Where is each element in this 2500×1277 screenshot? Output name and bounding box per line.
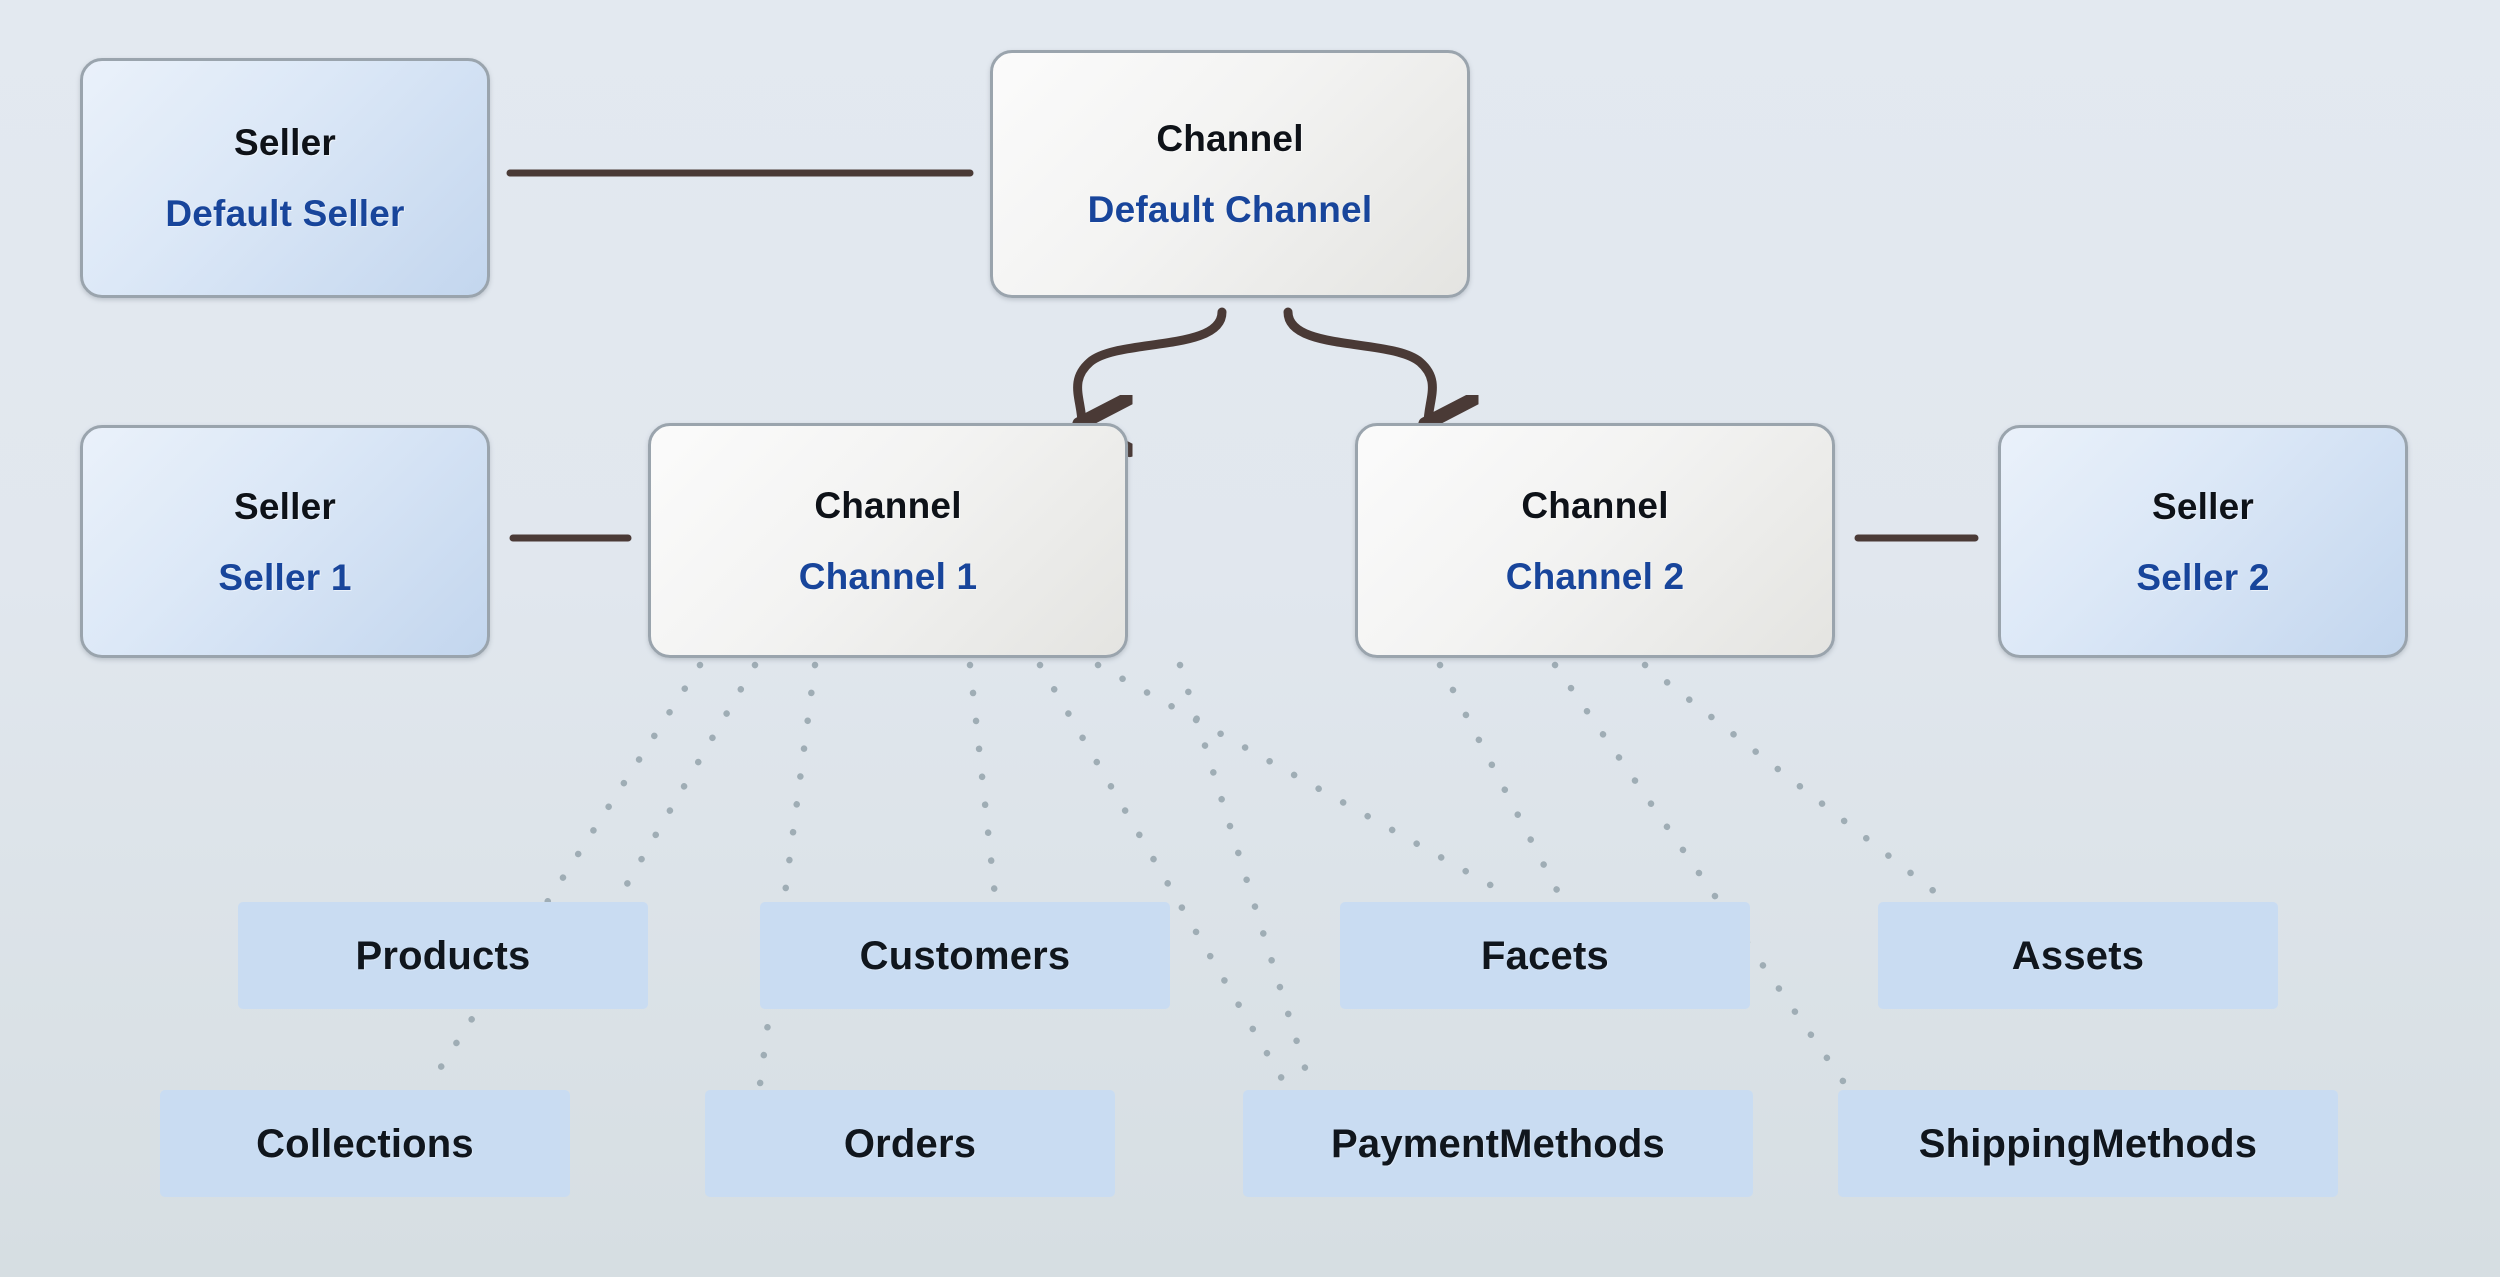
leaf-label: Assets [2011, 933, 2145, 978]
dotted-connector-collections-0 [426, 661, 704, 1088]
dotted-connector-assets-8 [1641, 661, 1944, 900]
leaf-label: Customers [859, 933, 1071, 978]
leaf-label: Products [355, 933, 531, 978]
entity-type-label: Seller [2152, 485, 2254, 527]
entity-name-label: Seller 1 [218, 556, 352, 598]
dotted-connector-facets-6 [1436, 661, 1564, 900]
dotted-connector-paymentmethods-4 [1036, 661, 1289, 1088]
leaf-label: Facets [1481, 933, 1609, 978]
dotted-connectors [426, 661, 1944, 1088]
arrow-connectors [1078, 307, 1433, 424]
leaf-box-collections[interactable]: Collections [160, 1090, 570, 1197]
dotted-connector-orders-2 [756, 661, 819, 1088]
entity-name-label: Seller 2 [2136, 556, 2270, 598]
dotted-connector-products-1 [616, 661, 759, 900]
leaf-box-assets[interactable]: Assets [1878, 902, 2278, 1009]
leaf-label: ShippingMethods [1918, 1121, 2258, 1166]
dotted-connector-customers-3 [966, 661, 999, 900]
leaf-box-orders[interactable]: Orders [705, 1090, 1115, 1197]
leaf-box-paymentmethods[interactable]: PaymentMethods [1243, 1090, 1753, 1197]
leaf-label: Orders [843, 1121, 977, 1166]
entity-type-label: Channel [1156, 118, 1304, 159]
entity-type-label: Seller [234, 485, 336, 527]
leaf-label: PaymentMethods [1331, 1121, 1665, 1166]
leaf-label: Collections [256, 1121, 474, 1166]
entity-type-label: Channel [814, 484, 962, 526]
leaf-box-products[interactable]: Products [238, 902, 648, 1009]
dotted-connector-facets-5 [1094, 661, 1514, 900]
entity-name-label: Default Seller [165, 193, 405, 234]
entity-type-label: Seller [234, 122, 336, 163]
arrow-default-channel-to-channel-2 [1283, 307, 1432, 424]
entity-name-label: Channel 1 [798, 555, 978, 597]
leaf-box-facets[interactable]: Facets [1340, 902, 1750, 1009]
entity-name-label: Default Channel [1087, 189, 1373, 230]
leaf-box-customers[interactable]: Customers [760, 902, 1170, 1009]
entity-name-label: Channel 2 [1505, 555, 1685, 597]
dotted-connector-shippingmethods-7 [1551, 661, 1849, 1088]
entity-type-label: Channel [1521, 484, 1669, 526]
arrow-default-channel-to-channel-1 [1078, 307, 1227, 424]
solid-connectors [506, 169, 1979, 542]
dotted-connector-paymentmethods-9 [1176, 661, 1314, 1088]
leaf-box-shippingmethods[interactable]: ShippingMethods [1838, 1090, 2338, 1197]
